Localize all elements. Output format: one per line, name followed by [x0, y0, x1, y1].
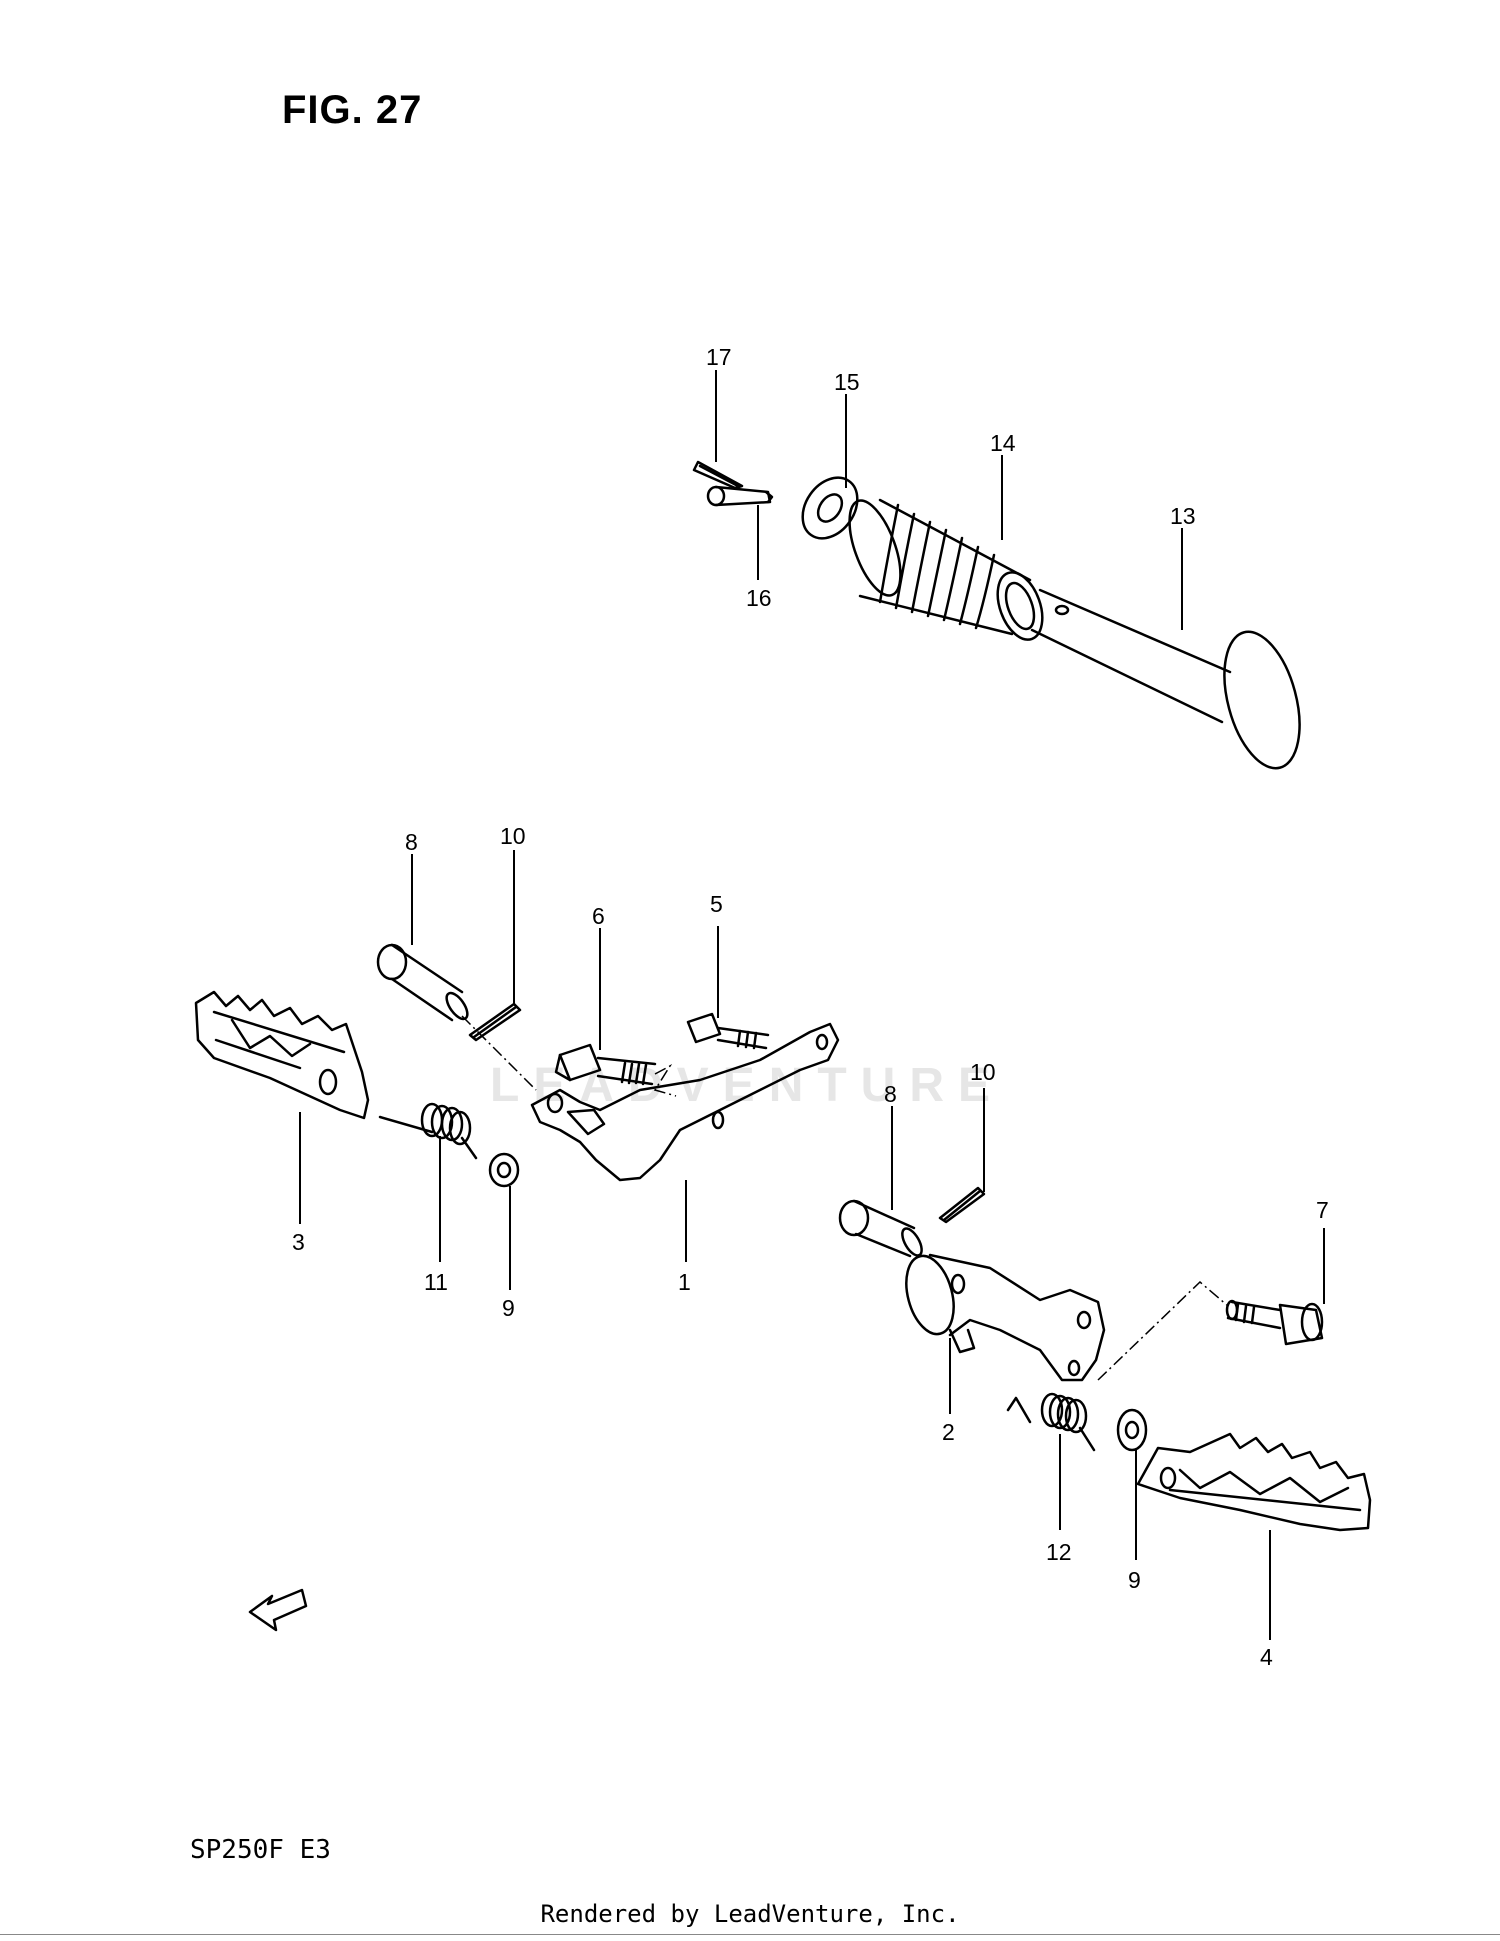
cotter-pin-10-right-part — [938, 1186, 986, 1224]
cotter-pin-10-left-part — [468, 1002, 522, 1042]
cotter-pin-17-part — [692, 460, 744, 490]
callout-3: 3 — [292, 1229, 305, 1255]
bolt-6-part — [554, 1043, 657, 1086]
callout-15: 15 — [834, 369, 860, 395]
spring-11-part — [378, 1102, 478, 1160]
callout-12: 12 — [1046, 1539, 1072, 1565]
bolt-7-part — [1225, 1299, 1324, 1346]
grip-14-part — [848, 498, 1044, 641]
centerline-bolt-6 — [653, 1064, 677, 1097]
footer-credit: Rendered by LeadVenture, Inc. — [0, 1900, 1500, 1928]
callout-8-left: 8 — [405, 829, 418, 855]
callout-14: 14 — [990, 430, 1016, 456]
callout-1: 1 — [678, 1269, 691, 1295]
fwd-arrow-part — [248, 1588, 308, 1632]
callout-5: 5 — [710, 891, 723, 917]
footer-text: Rendered by LeadVenture, Inc. — [540, 1900, 960, 1928]
bracket-1-part — [530, 1022, 840, 1182]
centerline-pin-bracket — [461, 1015, 537, 1091]
pin-16-part — [706, 485, 774, 507]
washer-9-right-part — [1116, 1408, 1148, 1452]
callout-16: 16 — [746, 585, 772, 611]
footer-divider — [0, 1934, 1500, 1935]
callout-2: 2 — [942, 1419, 955, 1445]
centerline-bolt-7 — [1097, 1280, 1229, 1381]
figure-title: FIG. 27 — [282, 88, 423, 132]
pin-8-left-part — [376, 943, 469, 1022]
callout-17: 17 — [706, 344, 732, 370]
footpeg-4-part — [1136, 1432, 1372, 1532]
bolt-5-part — [686, 1012, 770, 1050]
callout-7: 7 — [1316, 1197, 1329, 1223]
washer-9-left-part — [488, 1152, 520, 1188]
callout-9-left: 9 — [502, 1295, 515, 1321]
callout-6: 6 — [592, 903, 605, 929]
spring-12-part — [1006, 1392, 1096, 1452]
model-code: SP250F E3 — [190, 1835, 331, 1865]
washer-15-part — [801, 476, 859, 540]
callout-4: 4 — [1260, 1644, 1273, 1670]
callout-9-right: 9 — [1128, 1567, 1141, 1593]
callout-13: 13 — [1170, 503, 1196, 529]
shaft-13-part — [1030, 588, 1301, 770]
callout-10-right: 10 — [970, 1059, 996, 1085]
footpeg-3-part — [194, 990, 370, 1120]
callout-8-right: 8 — [884, 1081, 897, 1107]
pin-8-right-part — [838, 1199, 923, 1258]
bracket-2-part — [905, 1253, 1106, 1382]
callout-10-left: 10 — [500, 823, 526, 849]
callout-11: 11 — [424, 1269, 448, 1295]
